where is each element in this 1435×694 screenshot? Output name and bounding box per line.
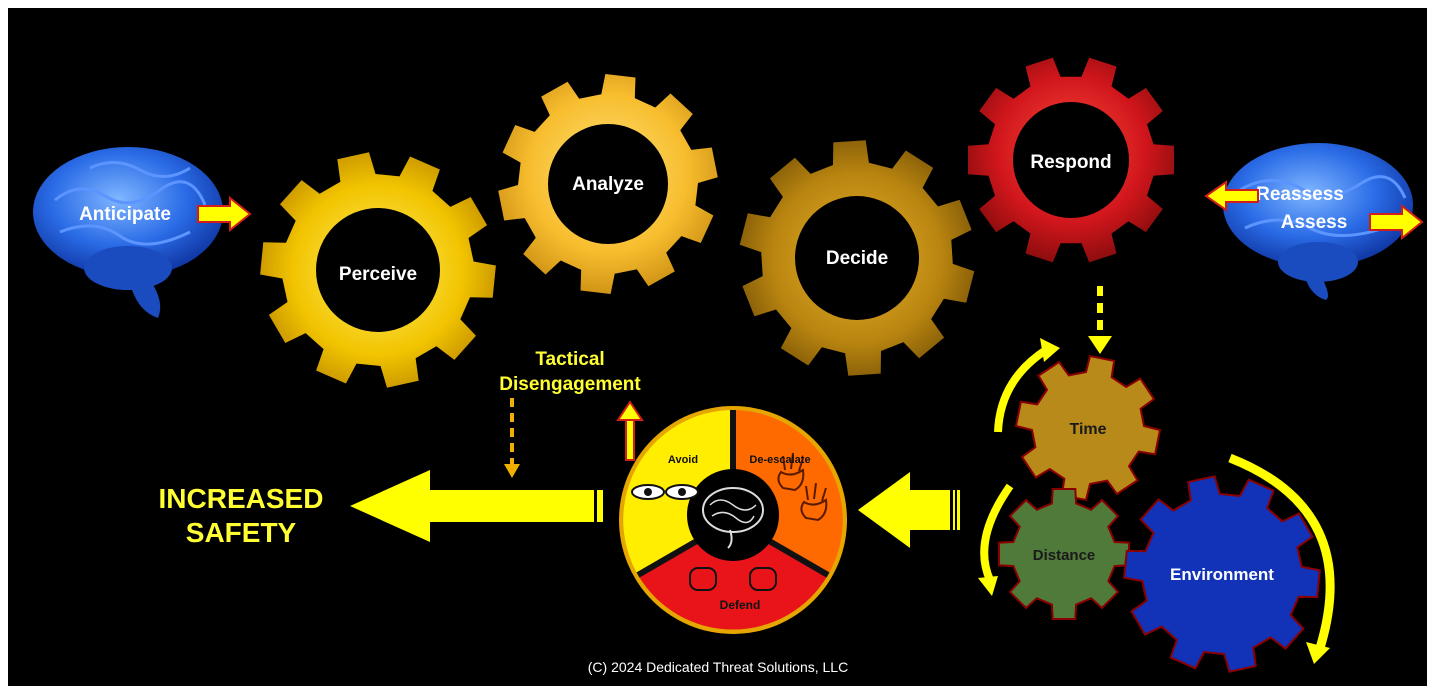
respond-down-arrow (1088, 286, 1112, 354)
safety-label: SAFETY (186, 517, 297, 548)
brain-right-icon (1223, 143, 1413, 300)
cycle-arrow-distance (978, 483, 1014, 596)
anticipate-arrow (197, 195, 252, 233)
deescalate-label: De-escalate (749, 454, 810, 466)
tactical-label: Tactical (535, 349, 604, 370)
analyze-label: Analyze (572, 174, 644, 195)
gear-analyze-hole (548, 124, 668, 244)
open-hands-icon (777, 452, 828, 522)
anticipate-label: Anticipate (79, 204, 171, 225)
disengagement-label: Disengagement (499, 374, 641, 395)
arrow-to-safety (350, 470, 603, 542)
tactical-up-arrow (616, 400, 644, 461)
arrow-into-wheel (858, 472, 960, 548)
gear-environment (1123, 475, 1321, 673)
eyes-icon (631, 484, 699, 500)
copyright-footer: (C) 2024 Dedicated Threat Solutions, LLC (588, 659, 848, 675)
gear-perceive (260, 152, 496, 388)
gear-distance (998, 488, 1130, 620)
gear-environment-body (1123, 475, 1321, 673)
time-label: Time (1069, 421, 1106, 438)
reassess-arrow (1204, 180, 1259, 212)
cycle-arrow-environment (1228, 453, 1335, 664)
increased-label: INCREASED (159, 483, 324, 514)
brain-left-icon (33, 147, 223, 318)
gear-decide (739, 140, 975, 376)
perceive-label: Perceive (339, 264, 417, 285)
fists-icon (689, 567, 777, 591)
environment-label: Environment (1170, 565, 1274, 584)
gear-respond-hole (1013, 102, 1129, 218)
gear-analyze (498, 74, 718, 294)
decide-label: Decide (826, 248, 888, 269)
response-wheel: Avoid De-escalate Defend (619, 406, 847, 634)
assess-arrow (1369, 203, 1424, 241)
gear-distance-body (998, 488, 1130, 620)
assess-label: Assess (1281, 212, 1348, 233)
defend-label: Defend (720, 598, 761, 612)
reassess-label: Reassess (1256, 184, 1344, 205)
gear-decide-hole (795, 196, 919, 320)
tactical-down-arrow (504, 398, 520, 478)
gear-perceive-hole (316, 208, 440, 332)
gear-respond (968, 57, 1174, 263)
wheel-segment-defend (638, 520, 828, 630)
respond-label: Respond (1030, 152, 1111, 173)
distance-label: Distance (1033, 547, 1096, 564)
brain-icon (702, 487, 764, 549)
cycle-arrow-time (994, 338, 1060, 433)
gear-time (1014, 354, 1162, 502)
avoid-label: Avoid (668, 454, 698, 466)
gear-time-body (1014, 354, 1162, 502)
